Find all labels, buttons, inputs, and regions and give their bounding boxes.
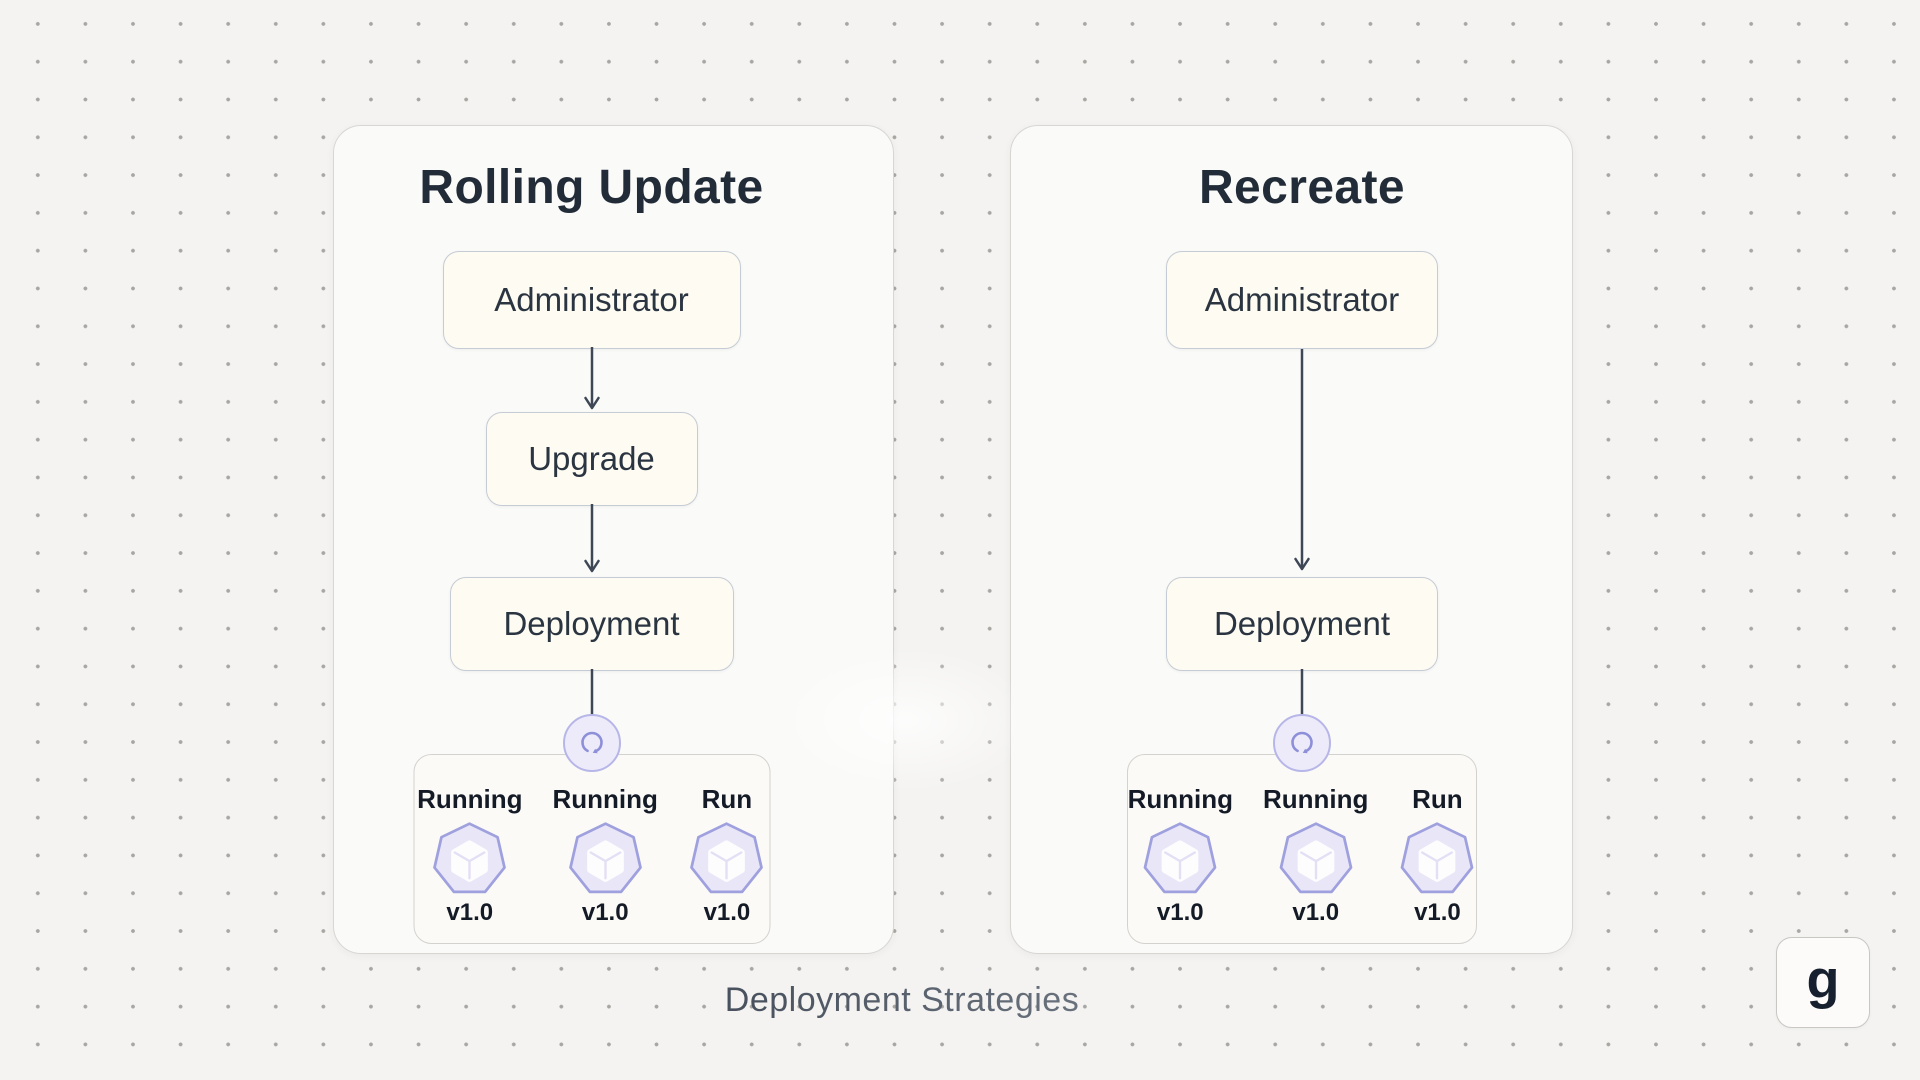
pod-column: Run v1.0	[1398, 785, 1476, 925]
pod-icon	[431, 819, 509, 897]
node-deployment: Deployment	[1166, 577, 1438, 671]
pods-group: Running v1.0 Running v1.0 Run v1.0	[1127, 754, 1477, 944]
pod-version-label: v1.0	[703, 899, 751, 926]
node-deployment: Deployment	[449, 577, 734, 671]
pod-icon	[1398, 819, 1476, 897]
node-administrator: Administrator	[1166, 251, 1438, 349]
pod-version-label: v1.0	[581, 899, 629, 926]
pod-icon	[1141, 819, 1219, 897]
panel-rolling-update: Rolling Update Administrator Upgrade Dep…	[333, 125, 894, 954]
pod-column: Run v1.0	[688, 785, 766, 925]
pod-version-label: v1.0	[446, 899, 494, 926]
refresh-icon	[1286, 727, 1318, 759]
connector-line	[1300, 669, 1304, 715]
arrow-down-icon	[1294, 349, 1310, 571]
pod-icon	[566, 819, 644, 897]
pod-version-label: v1.0	[1156, 899, 1204, 926]
pod-icon	[688, 819, 766, 897]
panel-title-rolling-update: Rolling Update	[419, 161, 764, 214]
arrow-down-icon	[583, 347, 600, 410]
rollout-badge	[1273, 714, 1331, 772]
node-administrator: Administrator	[442, 251, 741, 349]
pod-status-label: Run	[1412, 784, 1463, 814]
panel-recreate: Recreate Administrator Deployment Runnin…	[1010, 125, 1573, 954]
pod-status-label: Running	[552, 784, 658, 814]
logo-letter: g	[1806, 949, 1840, 1010]
pod-column: Running v1.0	[1263, 785, 1368, 925]
pod-version-label: v1.0	[1414, 899, 1461, 926]
refresh-icon	[576, 727, 608, 759]
node-upgrade: Upgrade	[485, 412, 698, 506]
pod-column: Running v1.0	[553, 785, 658, 925]
pod-status-label: Running	[1127, 784, 1233, 814]
diagram-caption: Deployment Strategies	[0, 981, 1862, 1020]
pod-column: Running v1.0	[1128, 785, 1233, 925]
rollout-badge	[562, 714, 621, 772]
pods-group: Running v1.0 Running v1.0 Run v1.0	[413, 754, 770, 944]
pod-status-label: Running	[417, 784, 523, 814]
panel-title-recreate: Recreate	[1198, 161, 1406, 214]
arrow-down-icon	[583, 504, 600, 573]
pod-version-label: v1.0	[1292, 899, 1340, 926]
logo-badge: g	[1776, 937, 1870, 1028]
pod-column: Running v1.0	[417, 785, 522, 925]
pod-icon	[1277, 819, 1355, 897]
pod-status-label: Running	[1263, 784, 1369, 814]
connector-line	[590, 669, 593, 715]
pod-status-label: Run	[701, 784, 753, 814]
